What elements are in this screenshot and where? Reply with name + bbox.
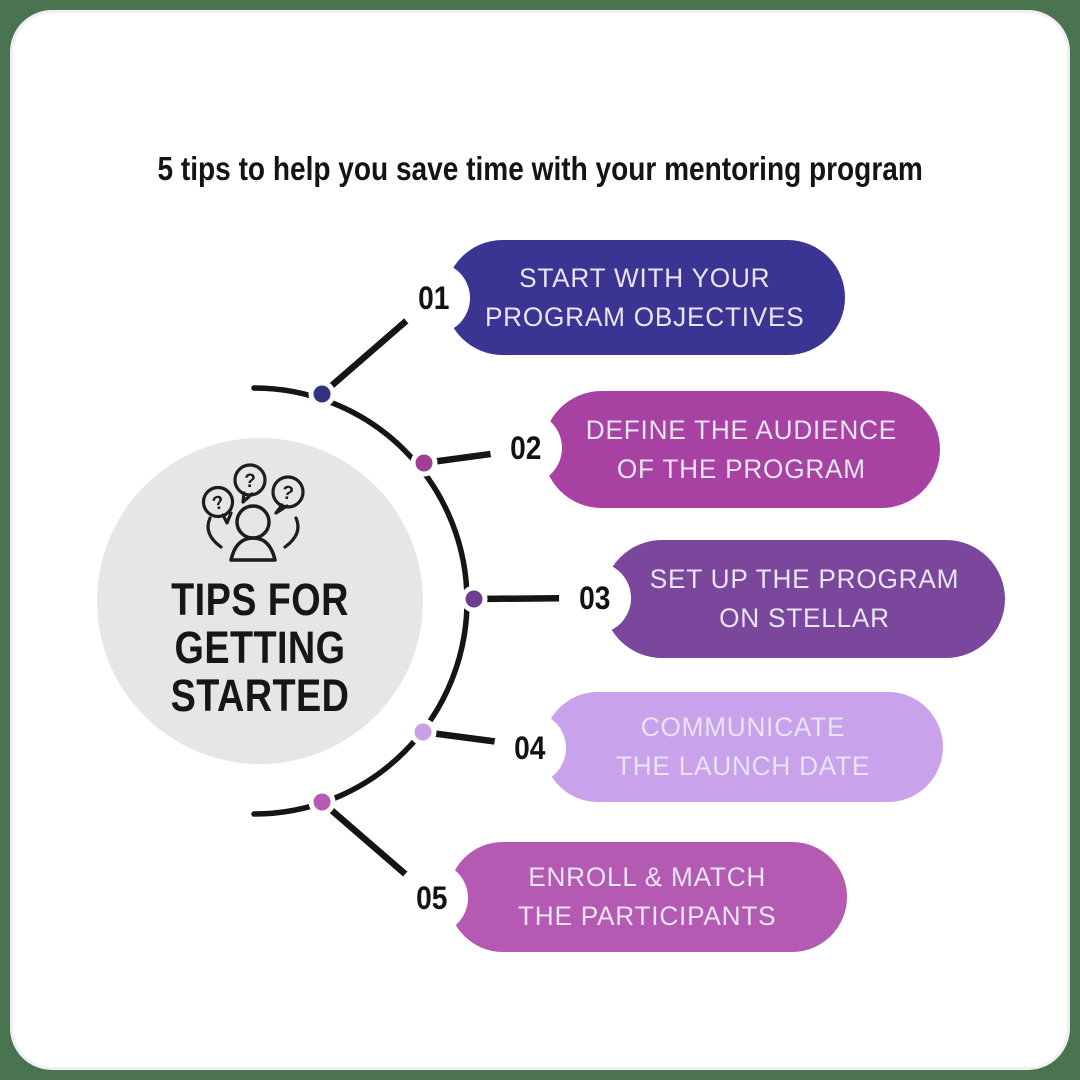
tip-5-line2: THE PARTICIPANTS: [518, 901, 777, 931]
tip-pill-3-label: SET UP THE PROGRAM ON STELLAR: [649, 560, 958, 638]
people-questions-icon: ? ? ?: [201, 463, 305, 562]
page-title-text: 5 tips to help you save time with your m…: [157, 150, 923, 187]
step-number-3-text: 03: [579, 579, 611, 616]
step-number-4: 04: [494, 712, 566, 784]
tip-5-line1: ENROLL & MATCH: [528, 862, 767, 892]
page-title: 5 tips to help you save time with your m…: [0, 150, 1080, 188]
center-heading-line3: STARTED: [170, 670, 350, 721]
svg-text:?: ?: [281, 482, 295, 504]
tip-2-line2: OF THE PROGRAM: [616, 453, 866, 484]
center-heading-line1: TIPS FOR: [171, 574, 349, 625]
step-number-4-text: 04: [514, 729, 546, 766]
node-dot-3: [465, 590, 483, 608]
step-number-5-text: 05: [416, 879, 448, 916]
step-number-1-text: 01: [418, 279, 450, 316]
tip-4-line2: THE LAUNCH DATE: [615, 751, 871, 781]
step-number-3: 03: [559, 562, 631, 634]
tip-pill-4: COMMUNICATE THE LAUNCH DATE: [543, 692, 943, 802]
step-number-5: 05: [396, 862, 468, 934]
tip-1-line1: START WITH YOUR: [519, 262, 771, 293]
tip-pill-2: DEFINE THE AUDIENCE OF THE PROGRAM: [543, 391, 940, 508]
center-heading-line2: GETTING: [174, 622, 346, 673]
tip-pill-4-label: COMMUNICATE THE LAUNCH DATE: [616, 708, 870, 786]
tip-1-line2: PROGRAM OBJECTIVES: [485, 301, 805, 332]
step-number-2-text: 02: [510, 429, 542, 466]
node-dot-4: [414, 723, 432, 741]
tip-pill-2-label: DEFINE THE AUDIENCE OF THE PROGRAM: [586, 411, 897, 489]
tip-3-line2: ON STELLAR: [718, 603, 890, 633]
tip-2-line1: DEFINE THE AUDIENCE: [585, 414, 898, 445]
step-number-2: 02: [490, 412, 562, 484]
tip-3-line1: SET UP THE PROGRAM: [649, 564, 959, 594]
node-dot-2: [415, 454, 433, 472]
svg-text:?: ?: [244, 471, 256, 492]
tip-pill-5-label: ENROLL & MATCH THE PARTICIPANTS: [518, 858, 776, 936]
node-dot-5: [313, 793, 331, 811]
center-heading: TIPS FOR GETTING STARTED: [60, 576, 460, 720]
node-dots: [308, 380, 488, 816]
svg-text:?: ?: [210, 492, 226, 515]
tip-pill-1: START WITH YOUR PROGRAM OBJECTIVES: [445, 240, 845, 355]
tip-pill-1-label: START WITH YOUR PROGRAM OBJECTIVES: [485, 259, 805, 337]
node-dot-1: [313, 385, 331, 403]
tip-pill-3: SET UP THE PROGRAM ON STELLAR: [603, 540, 1005, 658]
tip-pill-5: ENROLL & MATCH THE PARTICIPANTS: [448, 842, 847, 952]
tip-4-line1: COMMUNICATE: [640, 712, 846, 742]
step-number-1: 01: [398, 262, 470, 334]
